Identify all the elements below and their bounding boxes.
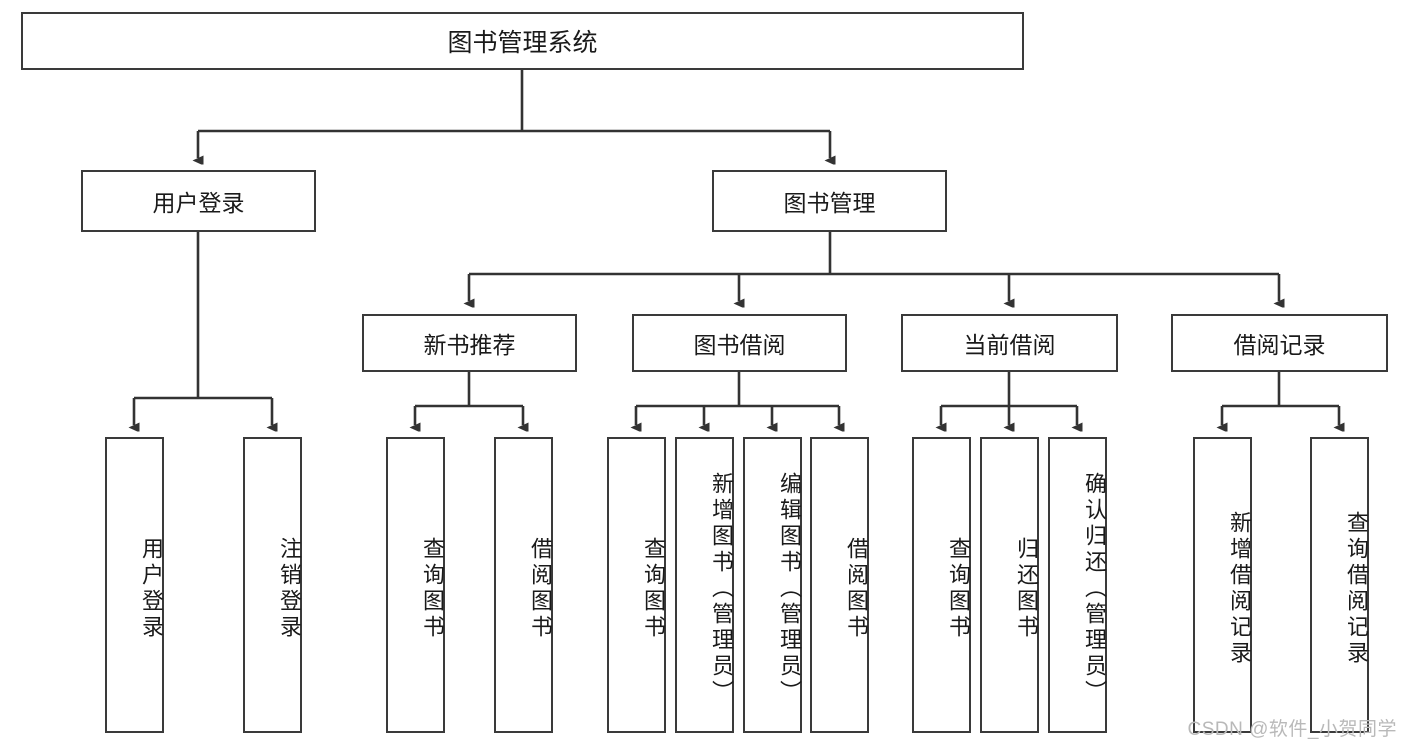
leaf-borrow-book-1-box[interactable]: 借阅图书 xyxy=(494,437,553,733)
node-root-system[interactable]: 图书管理系统 xyxy=(21,12,1024,70)
leaf-add-book-box[interactable]: 新增图书（管理员） xyxy=(675,437,734,733)
leaf-label: 归还图书 xyxy=(1014,537,1039,641)
leaf-edit-book-box[interactable]: 编辑图书（管理员） xyxy=(743,437,802,733)
leaf-label: 编辑图书（管理员） xyxy=(777,472,802,706)
node-borrow-record[interactable]: 借阅记录 xyxy=(1171,314,1388,372)
node-book-management[interactable]: 图书管理 xyxy=(712,170,947,232)
leaf-query-book-1-box[interactable]: 查询图书 xyxy=(386,437,445,733)
watermark-text: CSDN @软件_小贺同学 xyxy=(1187,719,1397,740)
leaf-label: 注销登录 xyxy=(277,537,302,641)
leaf-user-login-box[interactable]: 用户登录 xyxy=(105,437,164,733)
node-current-borrow[interactable]: 当前借阅 xyxy=(901,314,1118,372)
leaf-label: 查询图书 xyxy=(946,537,971,641)
leaf-borrow-book-2-box[interactable]: 借阅图书 xyxy=(810,437,869,733)
leaf-add-record-box[interactable]: 新增借阅记录 xyxy=(1193,437,1252,733)
leaf-label: 借阅图书 xyxy=(844,537,869,641)
leaf-label: 新增图书（管理员） xyxy=(709,472,734,706)
leaf-label: 查询图书 xyxy=(641,537,666,641)
node-new-book-recommend[interactable]: 新书推荐 xyxy=(362,314,577,372)
leaf-label: 借阅图书 xyxy=(528,537,553,641)
leaf-label: 查询图书 xyxy=(420,537,445,641)
leaf-confirm-return-box[interactable]: 确认归还（管理员） xyxy=(1048,437,1107,733)
node-user-login[interactable]: 用户登录 xyxy=(81,170,316,232)
leaf-label: 查询借阅记录 xyxy=(1344,511,1369,667)
leaf-user-logout-box[interactable]: 注销登录 xyxy=(243,437,302,733)
leaf-label: 确认归还（管理员） xyxy=(1082,472,1107,706)
leaf-query-book-3-box[interactable]: 查询图书 xyxy=(912,437,971,733)
leaf-label: 用户登录 xyxy=(139,537,164,641)
leaf-return-book-box[interactable]: 归还图书 xyxy=(980,437,1039,733)
leaf-label: 新增借阅记录 xyxy=(1227,511,1252,667)
leaf-query-book-2-box[interactable]: 查询图书 xyxy=(607,437,666,733)
node-book-borrow[interactable]: 图书借阅 xyxy=(632,314,847,372)
leaf-query-record-box[interactable]: 查询借阅记录 xyxy=(1310,437,1369,733)
